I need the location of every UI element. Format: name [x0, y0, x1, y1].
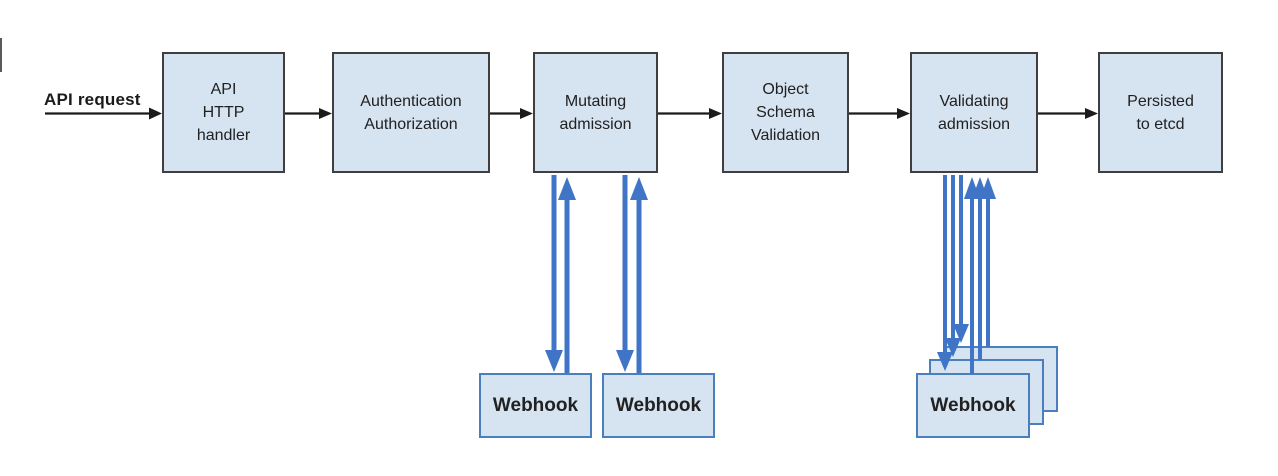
- api-request-label: API request: [44, 90, 141, 109]
- box-mutating-webhook-2: Webhook: [602, 373, 715, 438]
- box-authentication-authorization: Authentication Authorization: [332, 52, 490, 173]
- box-mutating-webhook-1: Webhook: [479, 373, 592, 438]
- box-validating-webhook-front: Webhook: [916, 373, 1030, 438]
- arrow-webhook2-to-mutating-up: [630, 177, 648, 373]
- box-api-http-handler: API HTTP handler: [162, 52, 285, 173]
- arrow-validating-to-webhooks-down-1: [937, 175, 953, 371]
- arrow-mutating-to-schema: [658, 108, 722, 119]
- arrow-webhooks-to-validating-up-3: [980, 177, 996, 347]
- arrow-schema-to-validating: [849, 108, 910, 119]
- arrow-validating-to-webhooks-down-3: [953, 175, 969, 343]
- box-mutating-admission: Mutating admission: [533, 52, 658, 173]
- arrow-auth-to-mutating: [490, 108, 533, 119]
- arrow-mutating-to-webhook1-down: [545, 175, 563, 372]
- arrow-handler-to-auth: [285, 108, 332, 119]
- arrow-validating-to-etcd: [1038, 108, 1098, 119]
- box-validating-admission: Validating admission: [910, 52, 1038, 173]
- arrow-webhooks-to-validating-up-1: [964, 177, 980, 374]
- box-object-schema-validation: Object Schema Validation: [722, 52, 849, 173]
- arrow-webhooks-to-validating-up-2: [972, 177, 988, 360]
- arrow-mutating-to-webhook2-down: [616, 175, 634, 372]
- arrow-validating-to-webhooks-down-2: [945, 175, 961, 357]
- box-persisted-to-etcd: Persisted to etcd: [1098, 52, 1223, 173]
- arrow-webhook1-to-mutating-up: [558, 177, 576, 373]
